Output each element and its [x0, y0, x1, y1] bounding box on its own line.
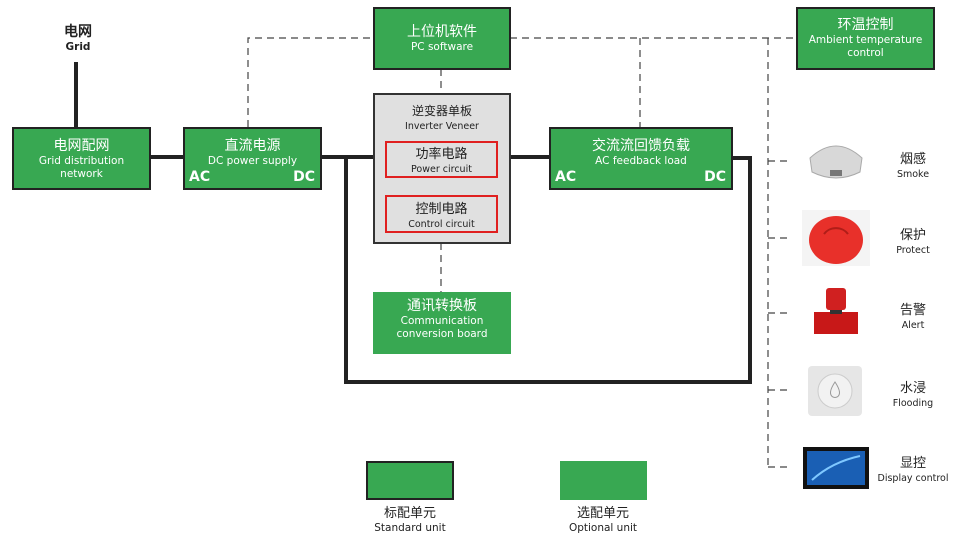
- label-en: Control circuit: [408, 219, 475, 230]
- label-en: Ambient temperature: [808, 34, 923, 46]
- ac-port-label: AC: [189, 169, 211, 185]
- label-en: conversion board: [396, 328, 488, 340]
- label-en: DC power supply: [207, 155, 298, 167]
- dc-power-supply-box: 直流电源 DC power supply AC DC: [183, 127, 322, 190]
- device-label-alert: 告警 Alert: [872, 302, 954, 332]
- label-en: Display control: [877, 473, 949, 484]
- emergency-stop-icon: [802, 210, 870, 266]
- pc-software-box: 上位机软件 PC software: [373, 7, 511, 70]
- label-en: Optional unit: [568, 522, 638, 534]
- ac-port-label: AC: [555, 169, 577, 185]
- label-zh: 逆变器单板: [411, 104, 472, 118]
- label-en: Protect: [896, 245, 930, 256]
- label-en: Standard unit: [374, 522, 446, 534]
- label-zh: 环温控制: [837, 17, 894, 33]
- label-en: PC software: [410, 41, 474, 53]
- control-circuit-box: 控制电路 Control circuit: [385, 195, 498, 233]
- label-zh: 功率电路: [415, 147, 468, 162]
- label-en: control: [847, 47, 884, 59]
- label-zh: 保护: [899, 228, 926, 243]
- label-en: network: [60, 168, 103, 180]
- label-en: Communication: [400, 315, 484, 327]
- ac-feedback-load-box: 交流流回馈负载 AC feedback load AC DC: [549, 127, 733, 190]
- label-zh: 水浸: [899, 381, 926, 396]
- label-en: Flooding: [892, 398, 934, 409]
- device-label-flooding: 水浸 Flooding: [872, 380, 954, 410]
- device-label-protect: 保护 Protect: [872, 227, 954, 257]
- label-zh: 标配单元: [383, 506, 436, 521]
- water-sensor-icon: [808, 366, 862, 416]
- label-zh: 告警: [899, 303, 926, 318]
- device-label-display: 显控 Display control: [872, 455, 954, 485]
- label-en: Smoke: [896, 169, 930, 180]
- communication-board-box: 通讯转换板 Communication conversion board: [373, 292, 511, 354]
- label-en: Power circuit: [411, 164, 472, 175]
- label-en: Alert: [901, 320, 925, 331]
- label-en: Inverter Veneer: [405, 121, 479, 132]
- label-zh: 直流电源: [224, 138, 281, 154]
- grid-en: Grid: [65, 41, 91, 53]
- legend-standard-swatch: [366, 461, 454, 500]
- alarm-light-icon: [814, 288, 858, 334]
- legend-optional-swatch: [560, 461, 647, 500]
- label-en: AC feedback load: [595, 155, 687, 167]
- label-zh: 交流流回馈负载: [592, 138, 690, 154]
- dc-port-label: DC: [704, 169, 726, 185]
- label-en: Grid distribution: [38, 155, 125, 167]
- grid-zh: 电网: [64, 24, 92, 40]
- label-zh: 通讯转换板: [407, 298, 477, 314]
- device-label-smoke: 烟感 Smoke: [872, 151, 954, 181]
- dc-port-label: DC: [293, 169, 315, 185]
- label-zh: 显控: [899, 456, 926, 471]
- power-circuit-box: 功率电路 Power circuit: [385, 141, 498, 178]
- label-zh: 上位机软件: [407, 24, 477, 40]
- grid-label: 电网 Grid: [40, 24, 116, 54]
- display-screen-icon: [803, 447, 869, 489]
- ambient-temperature-box: 环温控制 Ambient temperature control: [796, 7, 935, 70]
- label-zh: 控制电路: [415, 202, 468, 217]
- label-zh: 电网配网: [53, 138, 110, 154]
- label-zh: 烟感: [899, 152, 926, 167]
- grid-distribution-box: 电网配网 Grid distribution network: [12, 127, 151, 190]
- smoke-detector-icon: [809, 145, 863, 179]
- label-zh: 选配单元: [576, 506, 629, 521]
